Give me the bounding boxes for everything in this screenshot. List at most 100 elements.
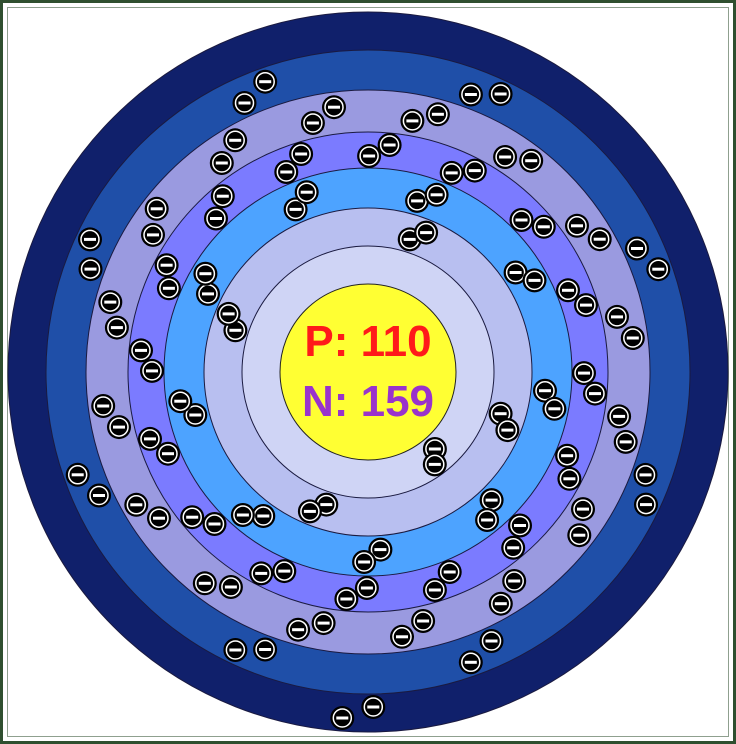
minus-sign-icon	[202, 292, 214, 296]
electron	[196, 281, 220, 306]
electron	[107, 415, 131, 440]
electron	[357, 144, 382, 168]
electron-ring	[481, 631, 502, 651]
minus-sign-icon	[84, 267, 97, 271]
electron-ring	[296, 182, 317, 202]
electron	[479, 629, 504, 653]
electrons	[65, 69, 671, 730]
electron	[368, 537, 393, 562]
minus-sign-icon	[71, 473, 84, 477]
minus-sign-icon	[403, 237, 416, 241]
electron-ring	[332, 708, 353, 728]
electron-ring	[461, 652, 481, 673]
electron	[400, 108, 425, 133]
electron-ring	[146, 199, 167, 219]
electron	[78, 257, 103, 282]
electron-ring	[574, 363, 594, 383]
minus-sign-icon	[320, 503, 333, 507]
electron-ring	[143, 225, 163, 245]
electron-ring	[158, 443, 178, 464]
minus-sign-icon	[563, 477, 576, 481]
minus-sign-icon	[577, 507, 589, 511]
minus-sign-icon	[215, 161, 228, 165]
electron-ring	[313, 613, 334, 633]
electron-ring	[274, 561, 295, 581]
electron	[289, 142, 314, 166]
electron	[168, 389, 193, 414]
minus-sign-icon	[146, 369, 158, 373]
electron	[223, 128, 248, 153]
electron	[154, 253, 179, 278]
minus-sign-icon	[306, 121, 319, 125]
electron	[286, 617, 311, 642]
electron	[124, 492, 149, 517]
protons-label: P: 110	[304, 317, 431, 366]
minus-sign-icon	[222, 312, 235, 316]
minus-sign-icon	[340, 597, 353, 601]
minus-sign-icon	[464, 93, 477, 96]
electron	[502, 569, 527, 593]
minus-sign-icon	[589, 392, 601, 396]
minus-sign-icon	[539, 389, 551, 393]
electron	[216, 301, 241, 326]
electron	[209, 151, 234, 175]
nucleus: P: 110 N: 159	[279, 283, 457, 461]
minus-sign-icon	[445, 171, 458, 175]
electron	[583, 381, 607, 406]
minus-sign-icon	[640, 503, 652, 507]
minus-sign-icon	[358, 560, 371, 564]
minus-sign-icon	[514, 524, 526, 527]
electron	[634, 492, 658, 517]
minus-sign-icon	[110, 326, 123, 330]
electron-ring	[185, 405, 206, 425]
electron-ring	[428, 104, 448, 125]
electron-ring	[559, 469, 580, 489]
electron	[311, 611, 336, 636]
minus-sign-icon	[501, 428, 514, 432]
electron	[390, 624, 414, 649]
minus-sign-icon	[485, 639, 498, 643]
electron-ring	[535, 380, 555, 401]
neutrons-label: N: 159	[302, 377, 434, 426]
electron-ring	[107, 317, 127, 338]
electron	[147, 506, 171, 531]
electron-ring	[534, 217, 554, 237]
electron	[488, 82, 513, 106]
minus-sign-icon	[336, 716, 349, 720]
minus-sign-icon	[548, 407, 561, 411]
electron-ring	[407, 191, 427, 211]
electron	[503, 260, 528, 285]
electron	[522, 268, 547, 293]
electron-ring	[324, 97, 344, 117]
electron	[138, 426, 162, 451]
minus-sign-icon	[360, 586, 373, 590]
electron	[78, 227, 102, 252]
electron-ring	[363, 697, 384, 717]
electron-ring	[503, 538, 523, 558]
minus-sign-icon	[367, 705, 380, 709]
electron	[533, 378, 557, 403]
minus-sign-icon	[428, 462, 441, 466]
electron	[232, 91, 257, 115]
electron-ring	[504, 571, 524, 591]
electron-ring	[109, 417, 129, 437]
electron	[542, 396, 567, 421]
minus-sign-icon	[537, 225, 550, 229]
minus-sign-icon	[162, 286, 175, 290]
electron	[439, 160, 464, 185]
minus-sign-icon	[494, 602, 507, 606]
electron-ring	[100, 292, 121, 312]
minus-sign-icon	[626, 336, 639, 340]
electron-ring	[156, 255, 177, 275]
electron	[230, 503, 255, 527]
minus-sign-icon	[430, 193, 443, 197]
electron	[140, 358, 164, 383]
minus-sign-icon	[580, 303, 592, 307]
electron	[253, 69, 278, 94]
minus-sign-icon	[300, 190, 313, 194]
electron-ring	[142, 361, 162, 381]
electron-ring	[221, 577, 241, 597]
minus-sign-icon	[210, 217, 222, 220]
electron-ring	[336, 589, 357, 609]
